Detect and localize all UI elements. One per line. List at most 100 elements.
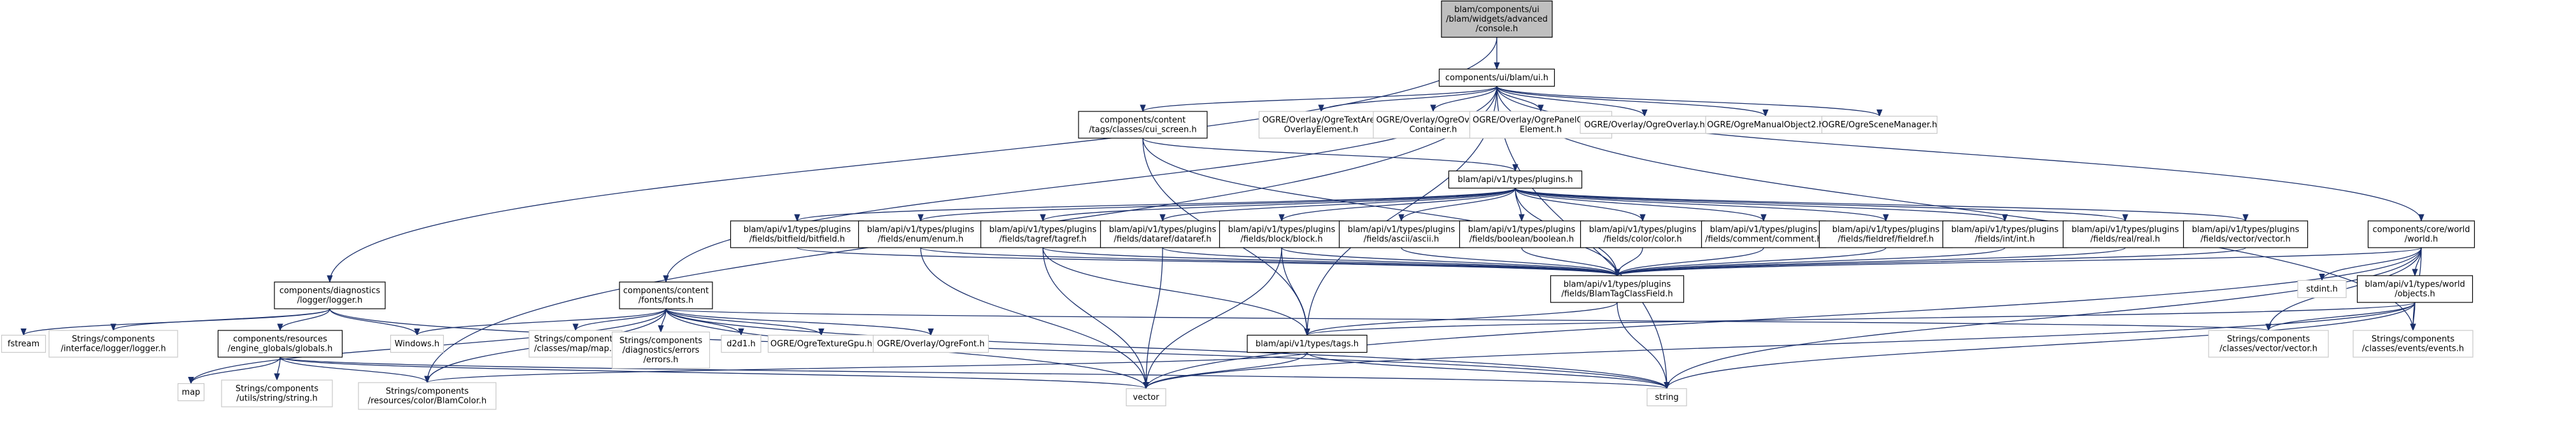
node-box <box>1126 388 1166 407</box>
edge-block-to-tags <box>1281 247 1310 336</box>
edge-ui-to-ogreoverlay <box>1496 86 1648 117</box>
node-enum[interactable]: blam/api/v1/types/plugins/fields/enum/en… <box>858 220 984 248</box>
node-stdint: stdint.h <box>2297 279 2347 299</box>
node-label-line: blam/api/v1/types/plugins <box>1109 225 1217 235</box>
node-diagnostics[interactable]: components/diagnostics/logger/logger.h <box>274 281 386 309</box>
node-label-line: OGRE/Overlay/OgreOverlay.h <box>1584 120 1704 130</box>
node-label-line: /classes/map/map.h <box>534 344 617 354</box>
node-vectorh[interactable]: blam/api/v1/types/plugins/fields/vector/… <box>2183 220 2309 248</box>
node-box <box>1219 220 1345 248</box>
node-boolean[interactable]: blam/api/v1/types/plugins/fields/boolean… <box>1459 220 1585 248</box>
node-tags[interactable]: blam/api/v1/types/tags.h <box>1247 334 1368 353</box>
node-box <box>2062 220 2188 248</box>
node-label-line: /fields/fieldref/fieldref.h <box>1838 235 1934 244</box>
node-tagref[interactable]: blam/api/v1/types/plugins/fields/tagref/… <box>980 220 1106 248</box>
node-events: Strings/components/classes/events/events… <box>2353 330 2473 358</box>
node-label-line: /blam/widgets/advanced <box>1446 15 1548 24</box>
node-label-line: string <box>1655 393 1678 402</box>
edge-int-to-tagclassfield <box>1614 247 2006 277</box>
node-block[interactable]: blam/api/v1/types/plugins/fields/block/b… <box>1219 220 1345 248</box>
edge-plugins-to-dataref <box>1159 187 1516 222</box>
node-globals[interactable]: components/resources/engine_globals/glob… <box>217 330 343 358</box>
edge-globals-to-map <box>188 357 281 385</box>
node-plugins[interactable]: blam/api/v1/types/plugins.h <box>1448 170 1583 189</box>
node-label-line: OGRE/OgreTextureGpu.h <box>770 339 872 349</box>
node-box <box>2297 279 2347 299</box>
node-real[interactable]: blam/api/v1/types/plugins/fields/real/re… <box>2062 220 2188 248</box>
node-label-line: stdint.h <box>2306 285 2337 294</box>
node-label-line: /fields/ascii/ascii.h <box>1364 235 1440 244</box>
node-label-line: fstream <box>8 339 39 349</box>
node-int[interactable]: blam/api/v1/types/plugins/fields/int/int… <box>1942 220 2068 248</box>
edge-dataref-to-tagclassfield <box>1162 247 1620 277</box>
node-label-line: map <box>182 388 201 397</box>
node-label-line: /resources/color/BlamColor.h <box>368 397 486 406</box>
node-cui[interactable]: components/content/tags/classes/cui_scre… <box>1078 111 1208 139</box>
edge-ascii-to-tagclassfield <box>1401 247 1620 277</box>
node-label-line: Strings/components <box>619 336 702 346</box>
node-box <box>2353 330 2473 358</box>
node-box <box>611 331 711 369</box>
node-box <box>1942 220 2068 248</box>
node-label-line: OGRE/OgreManualObject2.h <box>1707 120 1824 130</box>
node-comment[interactable]: blam/api/v1/types/plugins/fields/comment… <box>1701 220 1827 248</box>
edge-worldobjects-to-events <box>2410 302 2416 332</box>
edge-enum-to-tagclassfield <box>920 247 1620 277</box>
node-label-line: components/content <box>1100 116 1185 125</box>
node-label-line: /fields/real/real.h <box>2090 235 2160 244</box>
node-fieldref[interactable]: blam/api/v1/types/plugins/fields/fieldre… <box>1818 220 1953 248</box>
edge-worldobjects-to-vectorvector <box>2265 302 2416 332</box>
node-worldobjects[interactable]: blam/api/v1/types/world/objects.h <box>2356 275 2473 303</box>
edge-ui-to-ogremanual <box>1496 85 1769 117</box>
edge-plugins-to-bitfield <box>794 187 1516 222</box>
node-label-line: blam/api/v1/types/plugins <box>2072 225 2179 235</box>
edge-plugins-to-vectorh <box>1515 187 2249 222</box>
edge-world-to-vector <box>1143 247 2422 390</box>
node-fstream: fstream <box>1 334 46 353</box>
edge-plugins-to-fieldref <box>1515 187 1889 222</box>
node-label-line: blam/api/v1/types/tags.h <box>1256 339 1359 349</box>
edge-vectorh-to-tagclassfield <box>1614 247 2246 277</box>
node-dataref[interactable]: blam/api/v1/types/plugins/fields/dataref… <box>1100 220 1226 248</box>
node-label-line: components/resources <box>233 335 327 344</box>
edge-worldobjects-to-string <box>1664 302 2416 390</box>
node-box <box>1821 115 1938 134</box>
node-tagclassfield[interactable]: blam/api/v1/types/plugins/fields/BlamTag… <box>1550 275 1685 303</box>
edge-tags-to-vector <box>1143 352 1308 390</box>
node-label-line: components/ui/blam/ui.h <box>1445 73 1548 83</box>
edge-plugins-to-real <box>1515 187 2128 222</box>
node-label-line: blam/api/v1/types/plugins <box>1228 225 1336 235</box>
edge-plugins-to-tagref <box>1040 187 1516 222</box>
node-label-line: /fields/bitfield/bitfield.h <box>749 235 845 244</box>
node-label-line: Windows.h <box>395 339 439 349</box>
node-label-line: /tags/classes/cui_screen.h <box>1089 125 1196 135</box>
node-label-line: /fields/int/int.h <box>1975 235 2035 244</box>
edge-ui-to-world <box>1496 86 2424 222</box>
node-fonts[interactable]: components/content/fonts/fonts.h <box>619 281 713 309</box>
node-label-line: blam/api/v1/types/plugins.h <box>1458 175 1573 185</box>
node-label-line: OGRE/Overlay/OgrePanelOverlay <box>1473 116 1609 125</box>
node-color[interactable]: blam/api/v1/types/plugins/fields/color/c… <box>1580 220 1706 248</box>
node-bitfield[interactable]: blam/api/v1/types/plugins/fields/bitfiel… <box>730 220 865 248</box>
node-box <box>2356 275 2473 303</box>
node-label-line: /diagnostics/errors <box>623 346 700 355</box>
node-label-line: /interface/logger/logger.h <box>60 344 166 354</box>
node-ogretexture: OGRE/OgreTextureGpu.h <box>767 334 875 353</box>
node-vectorvector: Strings/components/classes/vector/vector… <box>2208 330 2329 358</box>
node-label-line: blam/api/v1/types/plugins <box>1589 225 1697 235</box>
edge-comment-to-tagclassfield <box>1614 247 1764 277</box>
node-label-line: /objects.h <box>2395 290 2435 299</box>
node-ascii[interactable]: blam/api/v1/types/plugins/fields/ascii/a… <box>1338 220 1464 248</box>
node-box <box>528 330 623 358</box>
node-label-line: Strings/components <box>2372 335 2454 344</box>
node-box <box>1705 115 1826 134</box>
edge-ui-to-ogrescene <box>1496 85 1883 117</box>
edge-diagnostics-to-string <box>329 308 1670 390</box>
node-ui[interactable]: components/ui/blam/ui.h <box>1438 68 1555 87</box>
edge-globals-to-vector <box>280 357 1149 390</box>
edge-diagnostics-to-windows <box>329 308 420 336</box>
node-label-line: d2d1.h <box>726 339 755 349</box>
node-root[interactable]: blam/components/ui/blam/widgets/advanced… <box>1441 0 1553 38</box>
node-errors: Strings/components/diagnostics/errors/er… <box>611 331 711 369</box>
node-world[interactable]: components/core/world/world.h <box>2367 220 2475 248</box>
